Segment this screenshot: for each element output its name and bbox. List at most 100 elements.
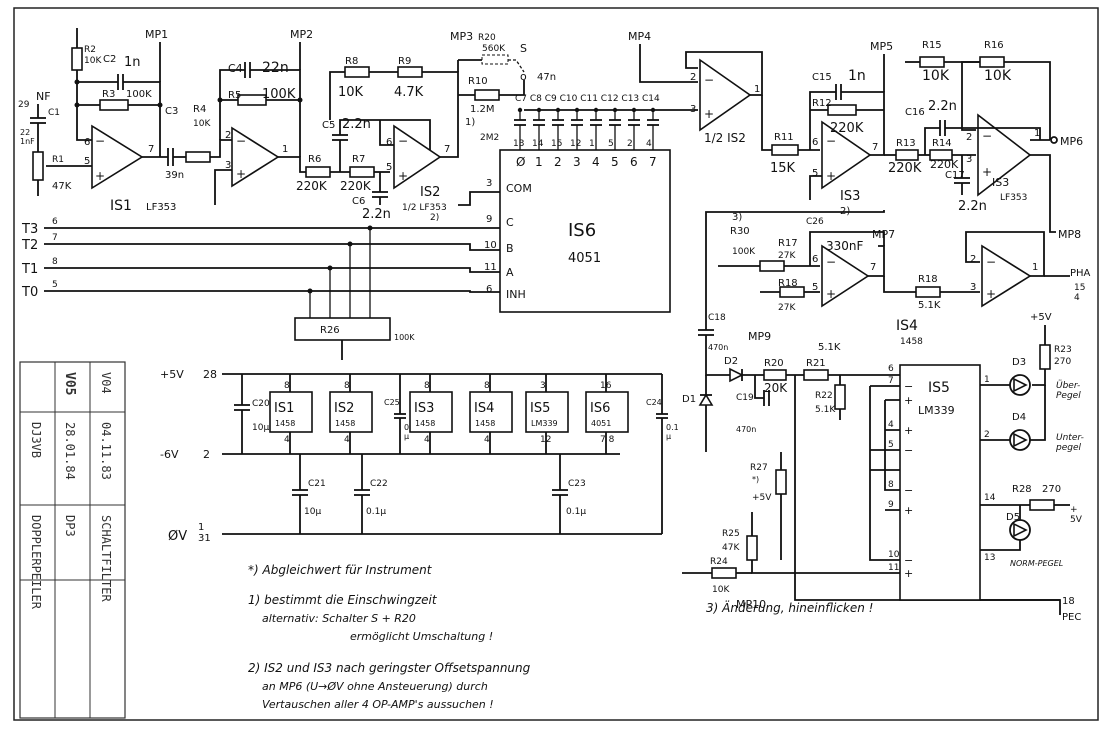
- svg-text:+: +: [236, 167, 246, 181]
- svg-text:LM339: LM339: [918, 404, 955, 417]
- svg-text:R20: R20: [764, 358, 784, 369]
- svg-text:7: 7: [444, 144, 450, 155]
- input-line: [44, 290, 500, 293]
- svg-text:−: −: [398, 134, 408, 148]
- svg-text:5.1K: 5.1K: [818, 342, 841, 353]
- svg-text:220K: 220K: [888, 161, 922, 176]
- input-pin: 6: [52, 217, 58, 227]
- svg-text:220K: 220K: [930, 158, 959, 171]
- is5-out-pin: 13: [984, 553, 995, 563]
- svg-text:+5V: +5V: [1070, 505, 1083, 525]
- svg-text:5.1K: 5.1K: [918, 300, 941, 311]
- supply-ic-type: 1458: [335, 419, 355, 428]
- input-label: T2: [21, 238, 38, 253]
- stage2: −+ 23 1 MP2 C4 22n R5 100K R6 220K R7 22…: [214, 28, 680, 223]
- svg-text:20K: 20K: [764, 381, 788, 395]
- svg-text:C25: C25: [384, 398, 400, 407]
- note-2c: Vertauschen aller 4 OP-AMP's aussuchen !: [262, 698, 494, 711]
- svg-text:+5V: +5V: [1030, 312, 1052, 323]
- drawing-border: [13, 7, 1099, 721]
- svg-text:C21: C21: [308, 479, 326, 489]
- svg-text:1n: 1n: [124, 55, 141, 70]
- is5-pin: 8: [888, 480, 894, 490]
- svg-text:9: 9: [486, 214, 492, 225]
- svg-text:10µ: 10µ: [304, 507, 321, 517]
- svg-text:−: −: [986, 255, 996, 269]
- svg-text:MP6: MP6: [1060, 135, 1083, 148]
- nf-label: NF: [36, 90, 51, 103]
- is6-channel-label: 2: [554, 155, 562, 169]
- is5-out-pin: 2: [984, 430, 990, 440]
- supply-ic-type: 1458: [275, 419, 295, 428]
- note-3: 3) Änderung, hineinflicken !: [706, 600, 873, 615]
- supply-ic-name: IS3: [414, 401, 434, 416]
- note-2b: an MP6 (U→ØV ohne Ansteuerung) durch: [262, 680, 488, 693]
- is1-type: LF353: [146, 202, 176, 213]
- svg-text:2.2n: 2.2n: [958, 199, 987, 214]
- svg-text:3): 3): [732, 212, 742, 223]
- svg-text:2.2n: 2.2n: [362, 207, 391, 222]
- is4b-opamp: [981, 244, 1032, 308]
- is1-opamp: [91, 124, 144, 190]
- svg-text:1/2 IS2: 1/2 IS2: [704, 131, 746, 145]
- svg-text:A: A: [506, 266, 514, 279]
- svg-text:Unter-pegel: Unter-pegel: [1055, 433, 1084, 453]
- note-star: *) Abgleichwert für Instrument: [248, 563, 433, 577]
- svg-text:R21: R21: [806, 358, 826, 369]
- svg-text:C23: C23: [568, 479, 586, 489]
- svg-text:IS3: IS3: [840, 189, 860, 204]
- svg-text:10K: 10K: [338, 85, 364, 100]
- is6-pin-number: 2: [627, 139, 633, 149]
- supply-ic-name: IS5: [530, 401, 550, 416]
- svg-text:IS3: IS3: [992, 176, 1009, 189]
- svg-text:INH: INH: [506, 288, 526, 301]
- svg-text:04.11.83: 04.11.83: [99, 422, 113, 480]
- svg-text:R25: R25: [722, 529, 740, 539]
- svg-text:−: −: [904, 380, 913, 393]
- is6-channel-label: 7: [649, 155, 657, 169]
- svg-text:−: −: [982, 129, 992, 143]
- r26-resistor: [294, 317, 391, 341]
- svg-text:+: +: [904, 567, 913, 580]
- svg-text:5.1K: 5.1K: [815, 405, 836, 415]
- svg-text:2.2n: 2.2n: [928, 99, 957, 114]
- svg-text:C4: C4: [228, 62, 243, 75]
- svg-text:R2: R2: [84, 45, 96, 55]
- svg-text:C26: C26: [806, 217, 824, 227]
- svg-text:1458: 1458: [900, 337, 923, 347]
- svg-text:MP10: MP10: [736, 598, 766, 611]
- is6-channel-label: 4: [592, 155, 600, 169]
- svg-text:PEC: PEC: [1062, 612, 1081, 623]
- svg-text:R28: R28: [1012, 484, 1032, 495]
- svg-text:C17: C17: [945, 170, 965, 181]
- svg-text:DOPPLERPEILER: DOPPLERPEILER: [29, 515, 43, 610]
- svg-text:R23: R23: [1054, 345, 1072, 355]
- supply-ic: [469, 391, 513, 433]
- svg-text:+: +: [826, 287, 836, 301]
- svg-text:470n: 470n: [708, 343, 728, 352]
- svg-text:3: 3: [690, 104, 696, 115]
- svg-text:6: 6: [486, 284, 492, 295]
- svg-text:1: 1: [1034, 128, 1040, 139]
- svg-text:R17: R17: [778, 238, 798, 249]
- svg-text:MP8: MP8: [1058, 228, 1081, 241]
- svg-text:o: o: [520, 70, 527, 83]
- input-pin: 8: [52, 257, 58, 267]
- nf-pin: 29: [18, 100, 30, 110]
- supply-ic-name: IS6: [590, 401, 610, 416]
- stage4: R13 220K R14 220K −+ 23 1 MP6 R15 10K R1…: [884, 40, 1083, 241]
- svg-text:1: 1: [282, 144, 288, 155]
- svg-text:C6: C6: [352, 196, 365, 207]
- is6-pin-number: 15: [551, 139, 562, 149]
- is2c-opamp: [699, 58, 752, 132]
- power-supply: +5V 28 -6V 2 ØV 131 C20 10µ C25 0.1µ C24…: [160, 368, 679, 544]
- svg-text:V04: V04: [99, 372, 113, 394]
- svg-text:IS4: IS4: [896, 318, 918, 334]
- svg-text:100K: 100K: [262, 87, 296, 102]
- svg-text:R4: R4: [193, 104, 206, 115]
- svg-text:+5V: +5V: [752, 493, 772, 503]
- svg-text:10: 10: [484, 240, 497, 251]
- svg-text:−: −: [904, 484, 913, 497]
- svg-text:+: +: [704, 107, 714, 121]
